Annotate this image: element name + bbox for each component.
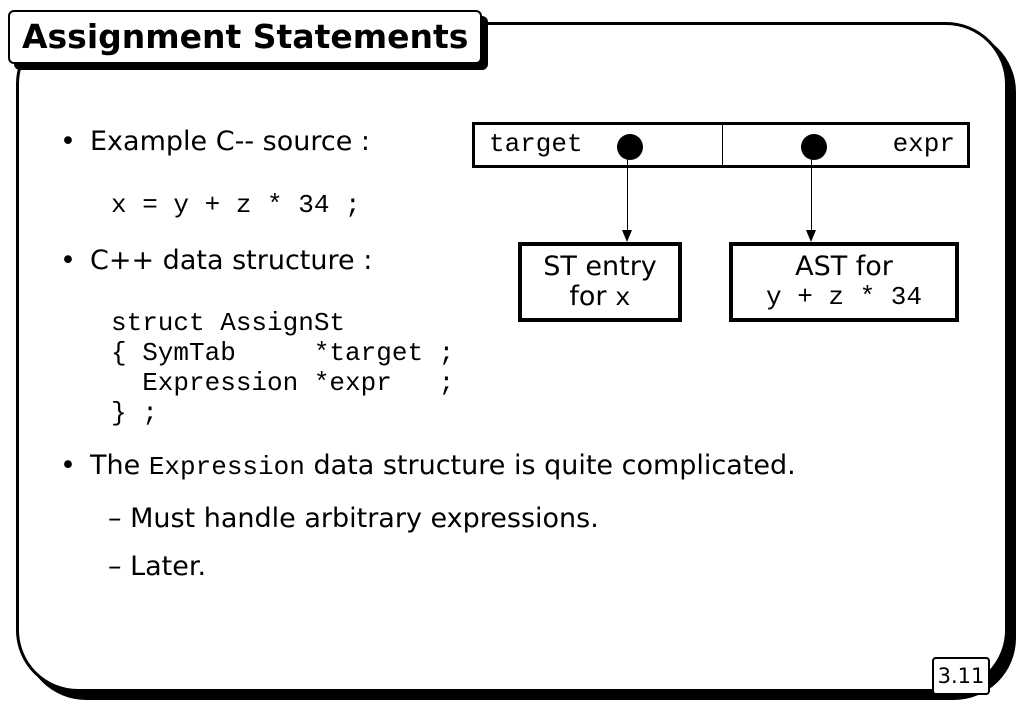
field-label-target: target — [489, 129, 583, 159]
subbullet-item: – Later. — [108, 551, 207, 582]
bullet-text-suffix: data structure is quite complicated. — [313, 450, 796, 481]
bullet-text: Example C-- source : — [90, 126, 370, 157]
bullet-inline-code: Expression — [148, 452, 305, 482]
arrow-head-icon — [806, 230, 816, 242]
struct-code-line: } ; — [111, 398, 158, 428]
st-entry-code: x — [615, 283, 631, 313]
bullet-example-source: • Example C-- source : — [60, 126, 370, 157]
st-entry-line2: for x — [522, 281, 678, 314]
field-divider — [722, 125, 723, 165]
bullet-text-prefix: The — [90, 450, 141, 481]
struct-code-line: { SymTab *target ; — [111, 338, 455, 368]
slide-title: Assignment Statements — [8, 10, 483, 64]
field-label-expr: expr — [892, 129, 955, 159]
arrow-expr-line — [811, 150, 812, 232]
ast-line1: AST for — [795, 251, 893, 282]
bullet-dot-icon: • — [60, 245, 76, 276]
ast-code: y + z * 34 — [765, 282, 923, 312]
arrow-target-line — [627, 150, 628, 232]
st-entry-for-text: for — [569, 281, 607, 312]
bullet-expression-complicated: • The Expression data structure is quite … — [60, 450, 796, 482]
st-entry-box: ST entry for x — [518, 242, 682, 322]
struct-code-line: Expression *expr ; — [111, 368, 455, 398]
ast-box: AST for y + z * 34 — [729, 242, 959, 322]
struct-code-line: struct AssignSt — [111, 308, 346, 338]
page-number: 3.11 — [932, 657, 990, 695]
assignst-record: target expr — [472, 122, 970, 168]
st-entry-line1: ST entry — [543, 251, 657, 282]
pointer-dot-target — [617, 134, 643, 160]
bullet-dot-icon: • — [60, 450, 76, 481]
bullet-dot-icon: • — [60, 126, 76, 157]
source-code-line: x = y + z * 34 ; — [111, 190, 361, 220]
slide-frame — [16, 22, 1008, 692]
arrow-head-icon — [622, 230, 632, 242]
pointer-dot-expr — [801, 134, 827, 160]
bullet-text: C++ data structure : — [90, 245, 373, 276]
subbullet-item: – Must handle arbitrary expressions. — [108, 503, 599, 534]
bullet-data-structure: • C++ data structure : — [60, 245, 372, 276]
